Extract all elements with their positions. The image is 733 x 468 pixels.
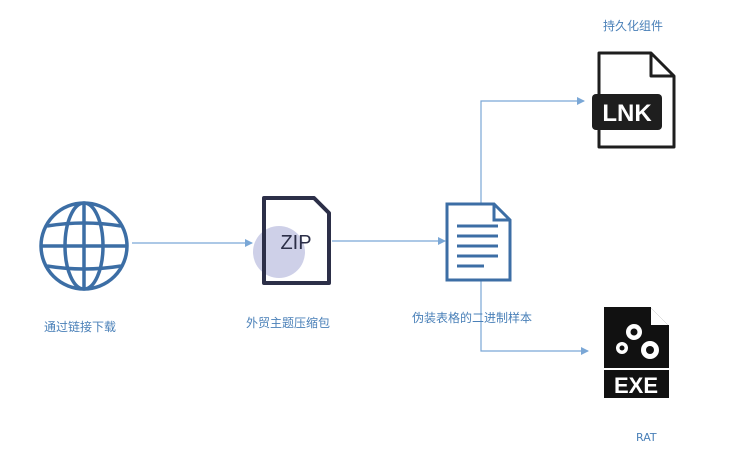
arrow-sample-to-rat: [480, 281, 589, 355]
exe-file-icon: EXE: [604, 307, 669, 398]
node-label-persistence: 持久化组件: [603, 19, 664, 33]
lnk-file-icon: LNK: [592, 51, 676, 149]
node-label-link-download: 通过链接下载: [44, 320, 117, 334]
node-label-zip-archive: 外贸主题压缩包: [246, 316, 331, 330]
zip-file-icon: ZIP: [253, 196, 331, 285]
connectors: [132, 97, 589, 355]
zip-icon-text: ZIP: [280, 232, 311, 254]
arrow-sample-to-persist: [480, 97, 585, 203]
node-label-rat: RAT: [636, 431, 657, 444]
exe-icon-text: EXE: [614, 373, 658, 398]
lnk-icon-text: LNK: [602, 100, 652, 127]
node-label-disguised-sample: 伪装表格的二进制样本: [412, 311, 533, 325]
gear-icon: [616, 324, 659, 359]
document-icon: [445, 202, 512, 282]
globe-icon: [39, 201, 129, 291]
